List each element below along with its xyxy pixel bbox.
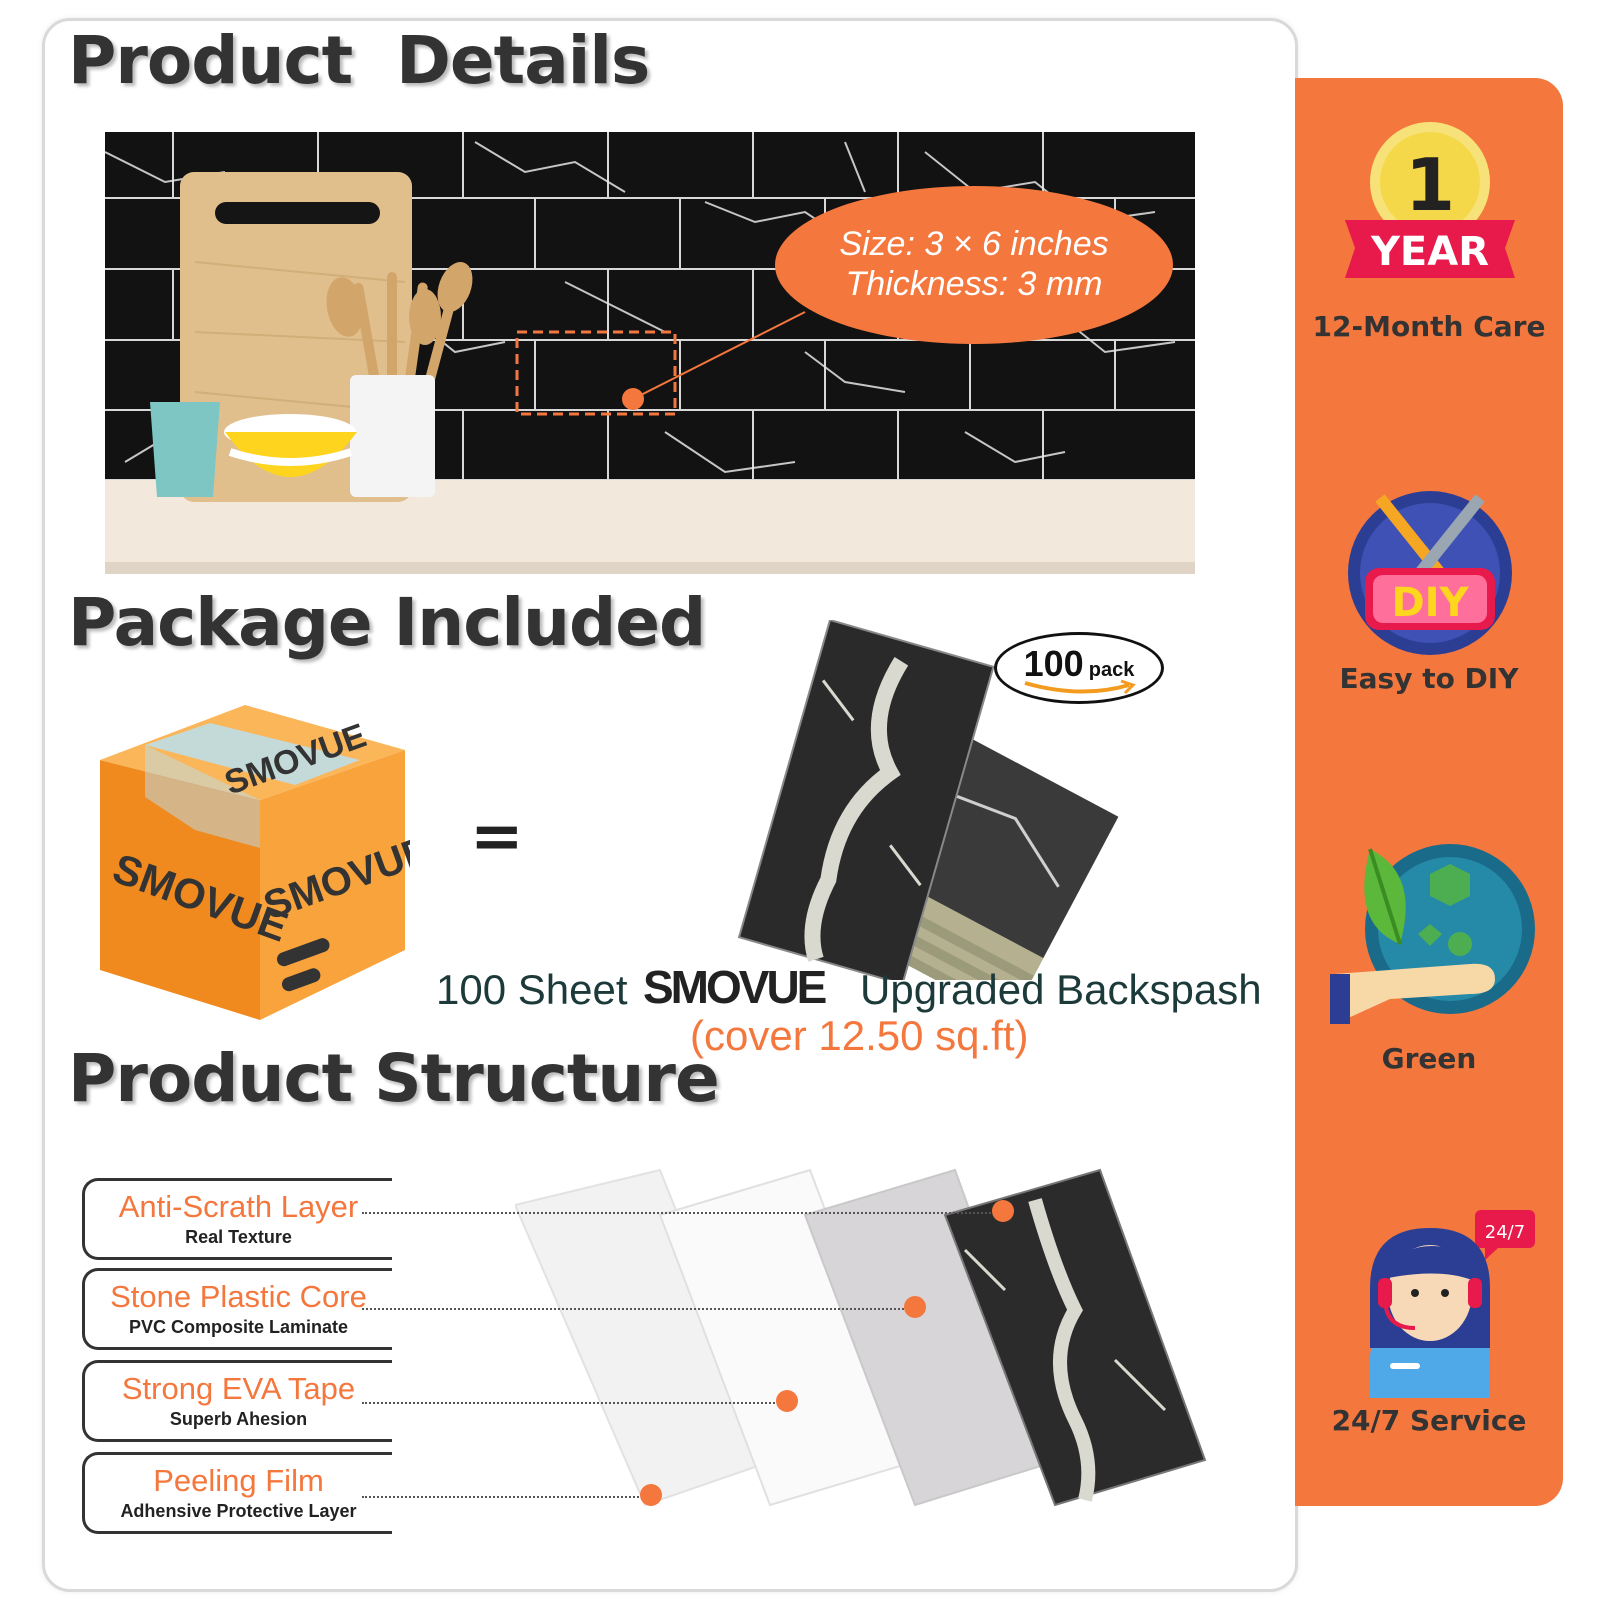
leader-dot-3 <box>776 1390 798 1412</box>
product-details-heading: Product Details <box>68 22 650 99</box>
brand-logo-text: SMOVUE <box>643 961 827 1013</box>
sheet-count-text: 100 Sheet <box>436 966 628 1013</box>
smile-arrow-icon <box>1024 679 1136 695</box>
layer-peeling-film: Peeling Film Adhensive Protective Layer <box>82 1452 392 1534</box>
size-callout-bubble: Size: 3 × 6 inches Thickness: 3 mm <box>775 186 1173 344</box>
tile-wall-illustration <box>105 132 1195 574</box>
leader-line-4 <box>362 1496 646 1498</box>
feature-label-green: Green <box>1381 1042 1477 1075</box>
layer-eva-tape: Strong EVA Tape Superb Ahesion <box>82 1360 392 1442</box>
one-year-badge-icon: 1 YEAR <box>1345 122 1515 278</box>
layer-title: Stone Plastic Core <box>110 1279 367 1314</box>
tile-stack-illustration <box>737 620 1119 980</box>
size-text: Size: 3 × 6 inches <box>839 225 1109 263</box>
feature-label-service: 24/7 Service <box>1331 1404 1527 1437</box>
badge-year: YEAR <box>1370 229 1489 275</box>
layer-subtitle: Adhensive Protective Layer <box>120 1501 357 1521</box>
layer-subtitle: PVC Composite Laminate <box>128 1317 349 1337</box>
thickness-text: Thickness: 3 mm <box>845 265 1103 303</box>
pack-count-badge: 100 pack <box>994 632 1164 704</box>
feature-label-diy: Easy to DIY <box>1339 662 1519 695</box>
layer-title: Anti-Scrath Layer <box>118 1189 359 1224</box>
layer-anti-scratch: Anti-Scrath Layer Real Texture <box>82 1178 392 1260</box>
coverage-text: (cover 12.50 sq.ft) <box>690 1012 1029 1059</box>
badge-number: 1 <box>1405 143 1455 227</box>
package-box-illustration: SMOVUE SMOVUE SMOVUE <box>100 705 410 1020</box>
layer-subtitle: Superb Ahesion <box>169 1409 308 1429</box>
package-included-heading: Package Included <box>68 584 706 661</box>
leader-dot-1 <box>992 1200 1014 1222</box>
leader-dot-4 <box>640 1484 662 1506</box>
support-agent-icon: 24/7 <box>1370 1210 1535 1398</box>
layer-sheets-illustration <box>515 1168 1207 1507</box>
layer-title: Strong EVA Tape <box>121 1371 356 1406</box>
support-badge-text: 24/7 <box>1485 1222 1525 1243</box>
diy-tools-icon: DIY <box>1348 491 1512 655</box>
features-panel: 1 YEAR 12-Month Care DIY Easy to DIY Gre… <box>1295 78 1563 1506</box>
product-structure-heading: Product Structure <box>68 1040 720 1117</box>
leader-line-3 <box>362 1402 782 1404</box>
feature-label-care: 12-Month Care <box>1312 310 1546 343</box>
diy-badge-text: DIY <box>1391 580 1469 626</box>
layer-subtitle: Real Texture <box>185 1227 292 1247</box>
equals-sign: = <box>470 800 524 874</box>
pack-count-unit: pack <box>1088 659 1135 681</box>
layer-stone-plastic-core: Stone Plastic Core PVC Composite Laminat… <box>82 1268 392 1350</box>
leader-dot-2 <box>904 1296 926 1318</box>
eco-hand-leaf-icon <box>1330 844 1535 1024</box>
leader-line-1 <box>362 1212 1002 1214</box>
product-name-text: Upgraded Backspash <box>860 966 1262 1013</box>
pack-count-number: 100 <box>1023 643 1084 684</box>
leader-line-2 <box>362 1308 912 1310</box>
layer-title: Peeling Film <box>153 1463 324 1498</box>
kitchen-backsplash-photo <box>105 132 1195 574</box>
